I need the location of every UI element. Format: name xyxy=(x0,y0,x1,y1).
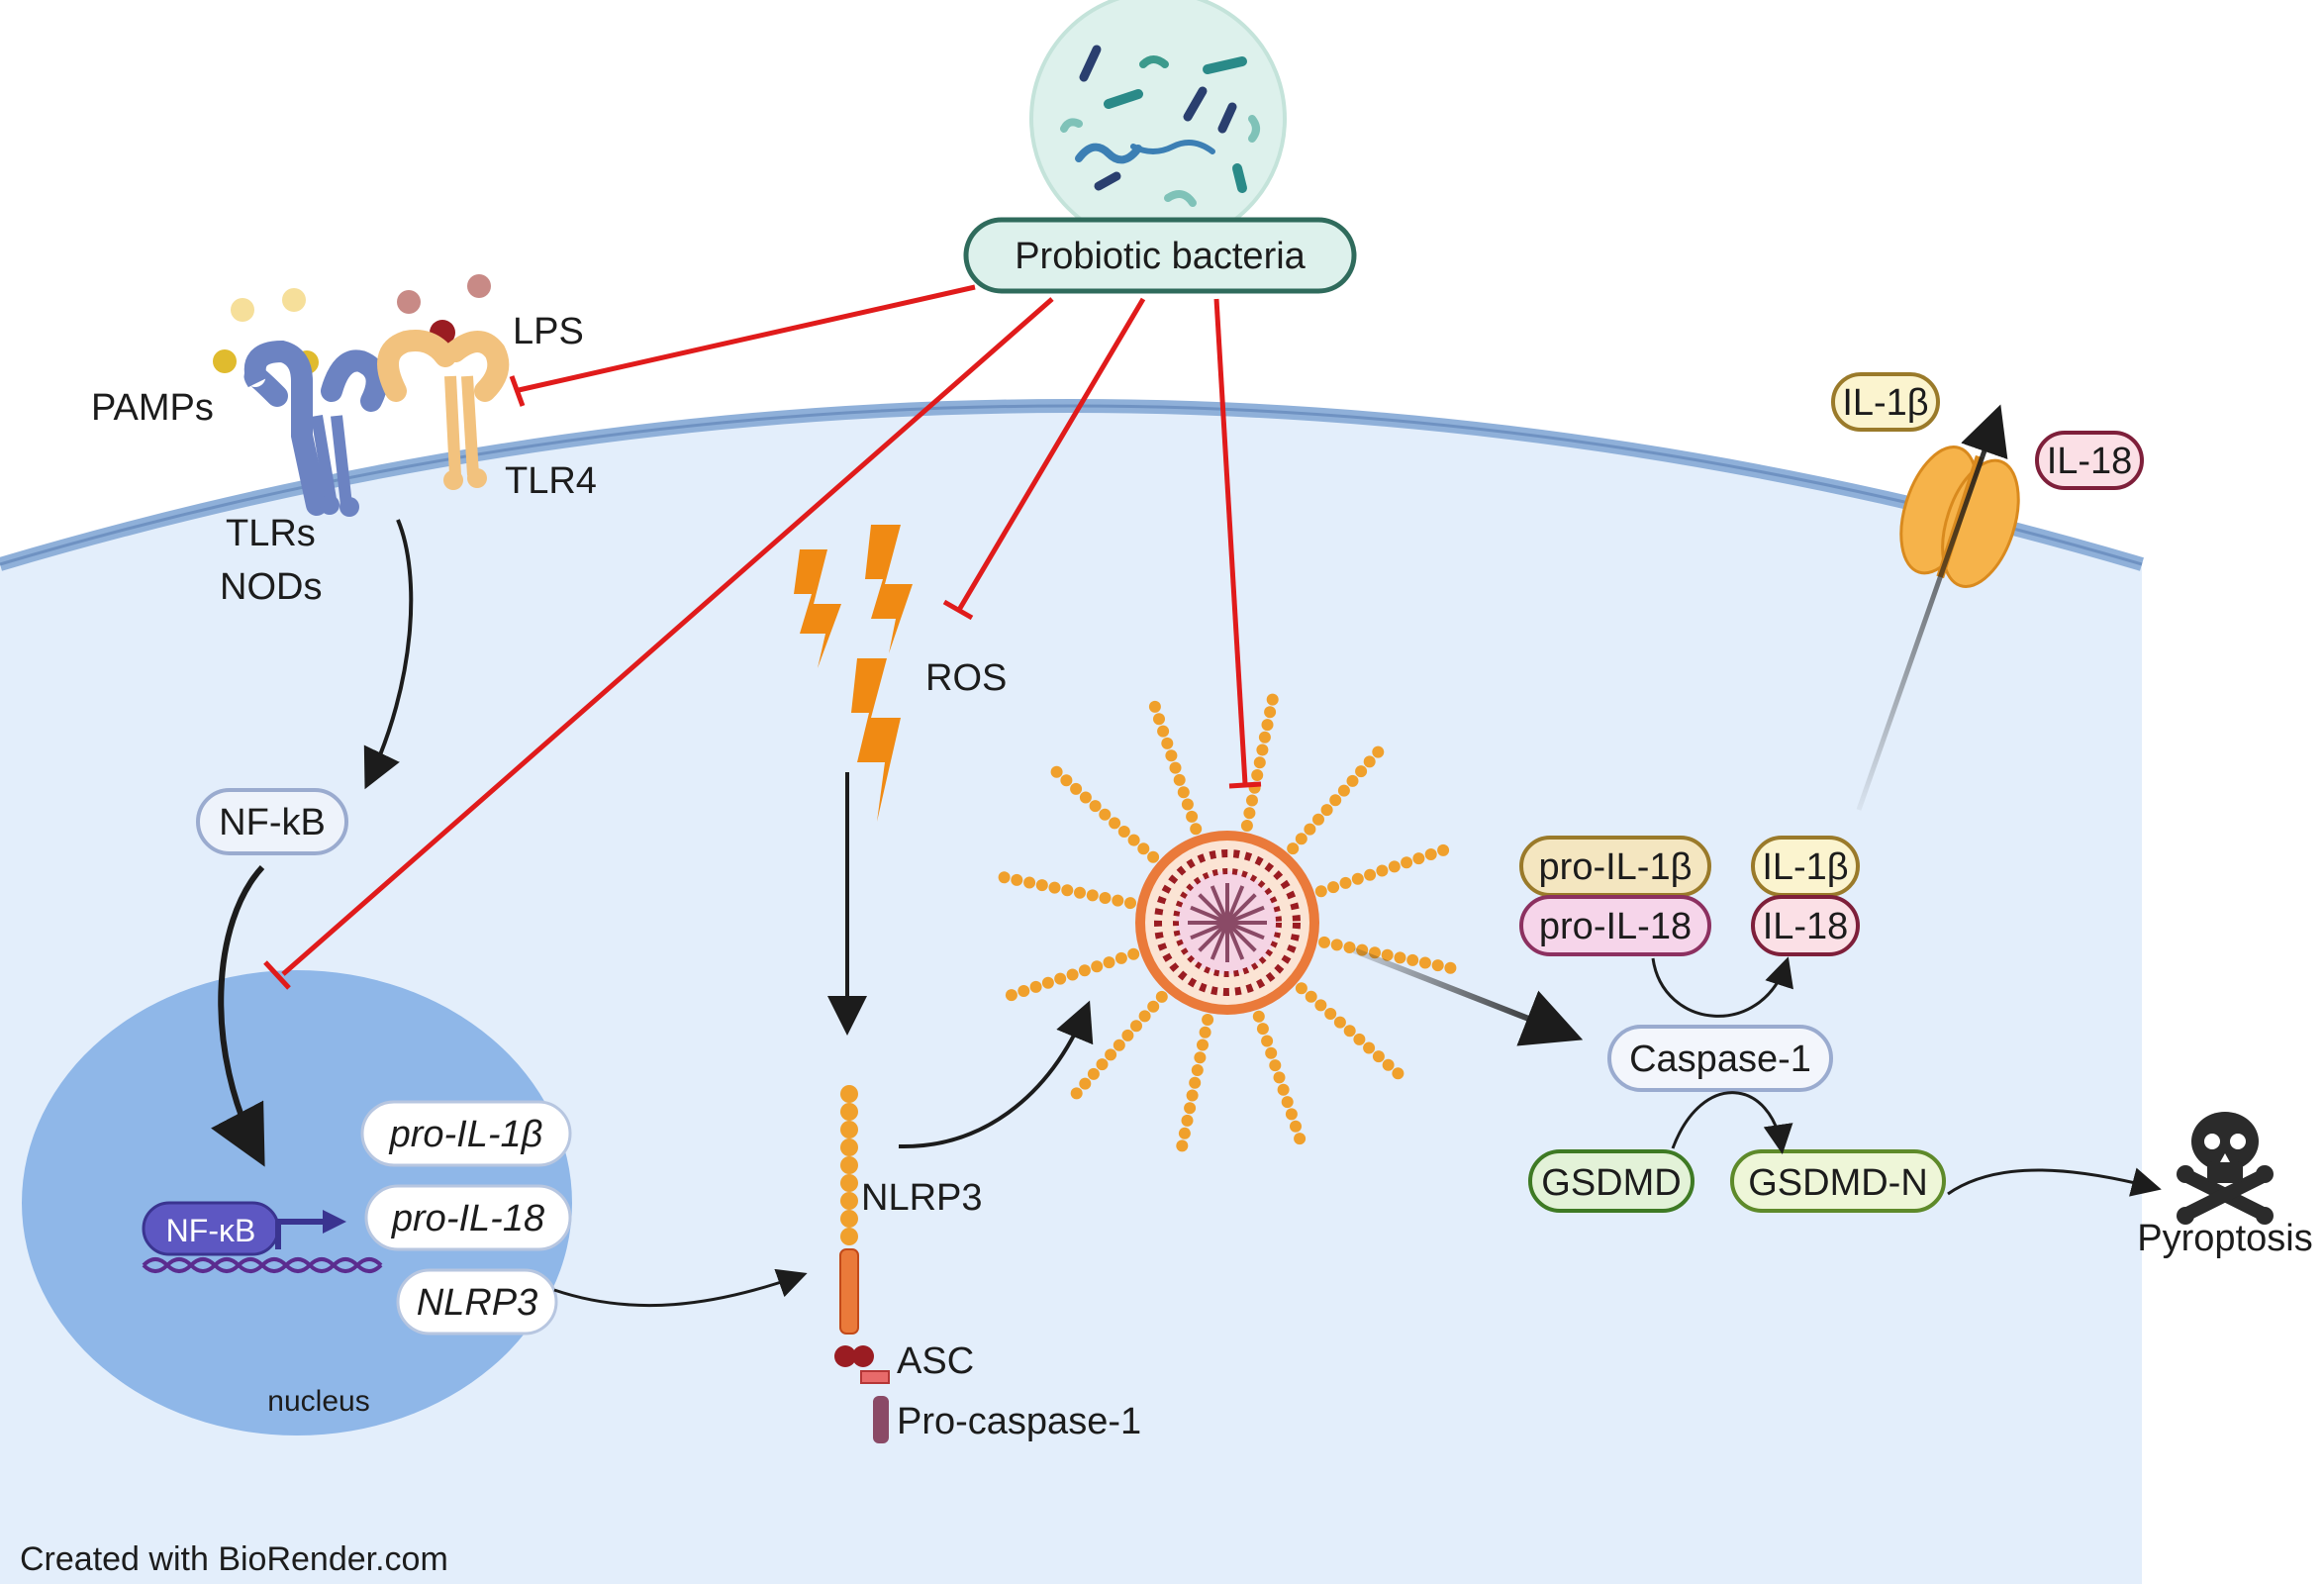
svg-text:Probiotic bacteria: Probiotic bacteria xyxy=(1015,236,1306,277)
svg-text:GSDMD: GSDMD xyxy=(1541,1162,1681,1204)
inhibit-ros xyxy=(956,297,1146,612)
arrow-pro-to-mature xyxy=(1651,956,1793,1018)
svg-text:pro-IL-1β: pro-IL-1β xyxy=(389,1114,543,1155)
svg-text:GSDMD-N: GSDMD-N xyxy=(1748,1162,1928,1204)
svg-text:IL-1β: IL-1β xyxy=(1762,846,1848,888)
inhibit-nfkb-nucleus xyxy=(281,297,1054,976)
inhibit-tlr4 xyxy=(518,284,976,393)
gsdmd-pill: GSDMD xyxy=(1528,1149,1695,1213)
svg-text:pro-IL-18: pro-IL-18 xyxy=(1539,906,1692,947)
dna-icon xyxy=(142,1257,383,1273)
gsdmd-n-pill: GSDMD-N xyxy=(1730,1149,1946,1213)
pamps-label: PAMPs xyxy=(91,387,214,429)
nfkb-pill: NF-kB xyxy=(196,788,348,855)
gene-pill-pro-il18: pro-IL-18 xyxy=(364,1184,572,1251)
arrow-gsdmd-cleavage xyxy=(1671,1091,1793,1154)
released-il1b-pill: IL-1β xyxy=(1831,372,1940,432)
lps-label: LPS xyxy=(513,311,584,352)
svg-text:IL-1β: IL-1β xyxy=(1842,382,1928,424)
svg-text:IL-18: IL-18 xyxy=(2047,441,2133,482)
inflammasome-icon xyxy=(998,693,1457,1152)
footer-credit: Created with BioRender.com xyxy=(20,1540,448,1578)
nlrp3-label: NLRP3 xyxy=(861,1177,983,1219)
svg-text:pro-IL-1β: pro-IL-1β xyxy=(1539,846,1693,888)
nuclear-nfkb: NF-κB xyxy=(142,1201,346,1256)
svg-text:Caspase-1: Caspase-1 xyxy=(1629,1039,1811,1080)
il18-pill: IL-18 xyxy=(1751,895,1860,956)
nlrp3-structure xyxy=(834,1085,890,1443)
asc-label: ASC xyxy=(897,1340,974,1382)
svg-text:NF-kB: NF-kB xyxy=(219,802,326,843)
arrow-receptor-to-nfkb xyxy=(363,519,414,790)
ros-label: ROS xyxy=(925,657,1007,699)
tlr4-label: TLR4 xyxy=(505,460,597,502)
arrow-gsdmd-to-pyroptosis xyxy=(1947,1167,2162,1197)
tlr4-receptor-icon xyxy=(377,330,510,490)
svg-text:NF-κB: NF-κB xyxy=(166,1213,256,1248)
released-il18-pill: IL-18 xyxy=(2035,431,2144,490)
nods-label: NODs xyxy=(220,566,322,608)
gene-pill-nlrp3: NLRP3 xyxy=(396,1268,558,1336)
arrow-secretion xyxy=(1856,404,2008,811)
activation-arrows xyxy=(211,404,2162,1308)
pro-il18-pill: pro-IL-18 xyxy=(1519,895,1711,956)
arrow-nlrp3-to-inflammasome xyxy=(898,1000,1094,1149)
tlrs-label: TLRs xyxy=(226,513,316,554)
nucleus-label: nucleus xyxy=(267,1385,369,1418)
tlr-receptor-icon xyxy=(243,340,388,517)
svg-text:IL-18: IL-18 xyxy=(1763,906,1849,947)
pro-il1b-pill: pro-IL-1β xyxy=(1519,836,1711,897)
probiotic-bacteria-label: Probiotic bacteria xyxy=(963,217,1357,294)
inhibition-lines xyxy=(263,284,1262,990)
arrow-genes-to-nlrp3 xyxy=(553,1268,808,1308)
il1b-pill: IL-1β xyxy=(1751,836,1860,897)
pyroptosis-label: Pyroptosis xyxy=(2137,1218,2312,1259)
svg-text:NLRP3: NLRP3 xyxy=(417,1282,538,1324)
arrow-inflammasome-to-caspase xyxy=(1352,947,1584,1046)
procaspase-label: Pro-caspase-1 xyxy=(897,1401,1141,1442)
svg-text:pro-IL-18: pro-IL-18 xyxy=(391,1198,544,1239)
bacteria-icon xyxy=(1029,0,1287,248)
skull-crossbones-icon xyxy=(2177,1112,2274,1225)
arrow-nfkb-to-nucleus xyxy=(211,864,265,1167)
inhibit-inflammasome xyxy=(1213,298,1248,785)
ros-lightning-icon xyxy=(794,525,913,822)
caspase1-pill: Caspase-1 xyxy=(1607,1025,1833,1092)
gene-pill-pro-il1b: pro-IL-1β xyxy=(360,1100,572,1167)
